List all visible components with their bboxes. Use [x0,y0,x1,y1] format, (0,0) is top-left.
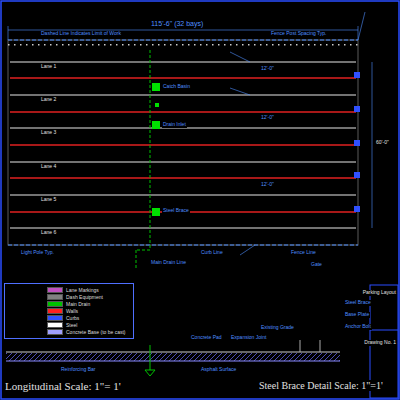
drawing-label: Dashed Line Indicates Limit of Work [40,31,122,37]
legend-text: Walls [66,308,78,314]
legend-row: Steel [47,321,133,328]
legend-swatch [47,322,63,328]
drawing-label: Base Plate [344,312,370,318]
drawing-label: Fence Line [290,250,317,256]
drawing-label: Asphalt Surface [200,367,237,373]
legend-row: Dash Equipment [47,293,133,300]
drawing-label: Lane 5 [40,197,57,203]
drawing-label: 60'-0" [375,140,390,146]
legend-row: Walls [47,307,133,314]
drawing-label: Concrete Pad [190,335,223,341]
drawing-label: Fence Post Spacing Typ. [270,31,328,37]
drawing-label: 12'-0" [260,182,275,188]
legend-text: Curbs [66,315,79,321]
legend-row: Lane Markings [47,286,133,293]
legend-swatch [47,294,63,300]
drawing-label: Main Drain Line [150,260,187,266]
legend-text: Main Drain [66,301,90,307]
drawing-label: Lane 3 [40,130,57,136]
drawing-label: Catch Basin [162,84,191,90]
drawing-label: Lane 2 [40,97,57,103]
legend-text: Dash Equipment [66,294,103,300]
drawing-label: Steel Brace [162,208,190,214]
legend-row: Concrete Base (to be cast) [47,328,133,335]
drawing-label: Parking Layout [362,290,397,296]
legend-box: Lane MarkingsDash EquipmentMain DrainWal… [4,283,134,339]
drawing-label: Steel Brace [344,300,372,306]
legend-swatch [47,308,63,314]
drawing-label: 12'-0" [260,115,275,121]
legend-row: Curbs [47,314,133,321]
drawing-label: 115'-6" (32 bays) [150,20,204,28]
drawing-label: Expansion Joint [230,335,267,341]
drawing-label: Longitudinal Scale: 1"= 1' [4,380,122,392]
drawing-label: Anchor Bolt [344,324,372,330]
drawing-label: Existing Grade [260,325,295,331]
drawing-label: Reinforcing Bar [60,367,96,373]
drawing-label: 12'-0" [260,66,275,72]
drawing-label: Lane 1 [40,64,57,70]
legend-swatch [47,301,63,307]
legend-text: Steel [66,322,77,328]
drawing-label: Steel Brace Detail Scale: 1"=1' [258,380,384,391]
legend-row: Main Drain [47,300,133,307]
legend-swatch [47,329,63,335]
drawing-label: Lane 6 [40,230,57,236]
drawing-label: Curb Line [200,250,224,256]
drawing-label: Lane 4 [40,164,57,170]
legend-text: Lane Markings [66,287,99,293]
drawing-label: Drawing No. 1 [363,340,397,346]
drawing-label: Gate [310,262,323,268]
legend-swatch [47,287,63,293]
drawing-label: Drain Inlet [162,122,187,128]
legend-text: Concrete Base (to be cast) [66,329,125,335]
legend-swatch [47,315,63,321]
drawing-label: Light Pole Typ. [20,250,55,256]
